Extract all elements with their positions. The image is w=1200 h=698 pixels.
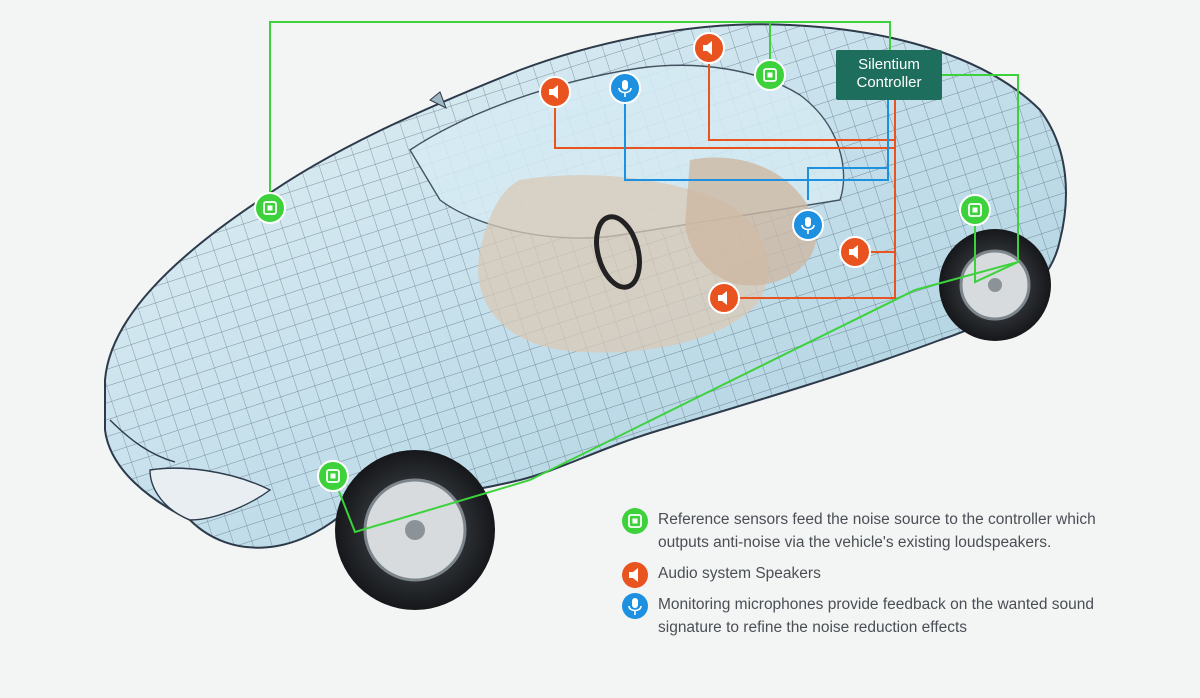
reference-sensor-icon: [317, 460, 349, 492]
legend-text-reference-sensors: Reference sensors feed the noise source …: [658, 511, 1096, 551]
legend-text-speakers: Audio system Speakers: [658, 565, 821, 582]
reference-sensor-icon: [754, 59, 786, 91]
controller-label-line2: Controller: [856, 74, 922, 91]
microphone-icon: [792, 209, 824, 241]
speaker-icon: [622, 562, 648, 588]
silentium-controller-box: Silentium Controller: [836, 50, 942, 100]
speaker-icon: [839, 236, 871, 268]
reference-sensor-icon: [622, 508, 648, 534]
microphone-icon: [609, 72, 641, 104]
speaker-wiring: [554, 48, 896, 299]
speaker-icon: [708, 282, 740, 314]
reference-sensor-icon: [254, 192, 286, 224]
microphone-wiring: [624, 100, 889, 200]
legend-item-reference-sensors: Reference sensors feed the noise source …: [622, 508, 1142, 554]
controller-label-line1: Silentium: [858, 56, 920, 73]
legend: Reference sensors feed the noise source …: [622, 508, 1142, 647]
legend-text-microphones: Monitoring microphones provide feedback …: [658, 596, 1094, 636]
microphone-icon: [622, 593, 648, 619]
speaker-icon: [693, 32, 725, 64]
reference-sensor-icon: [959, 194, 991, 226]
front-wheel: [335, 450, 495, 610]
rear-wheel: [939, 229, 1051, 341]
car-body: [104, 23, 1067, 549]
speaker-icon: [539, 76, 571, 108]
legend-item-microphones: Monitoring microphones provide feedback …: [622, 593, 1142, 639]
legend-item-speakers: Audio system Speakers: [622, 562, 1142, 588]
